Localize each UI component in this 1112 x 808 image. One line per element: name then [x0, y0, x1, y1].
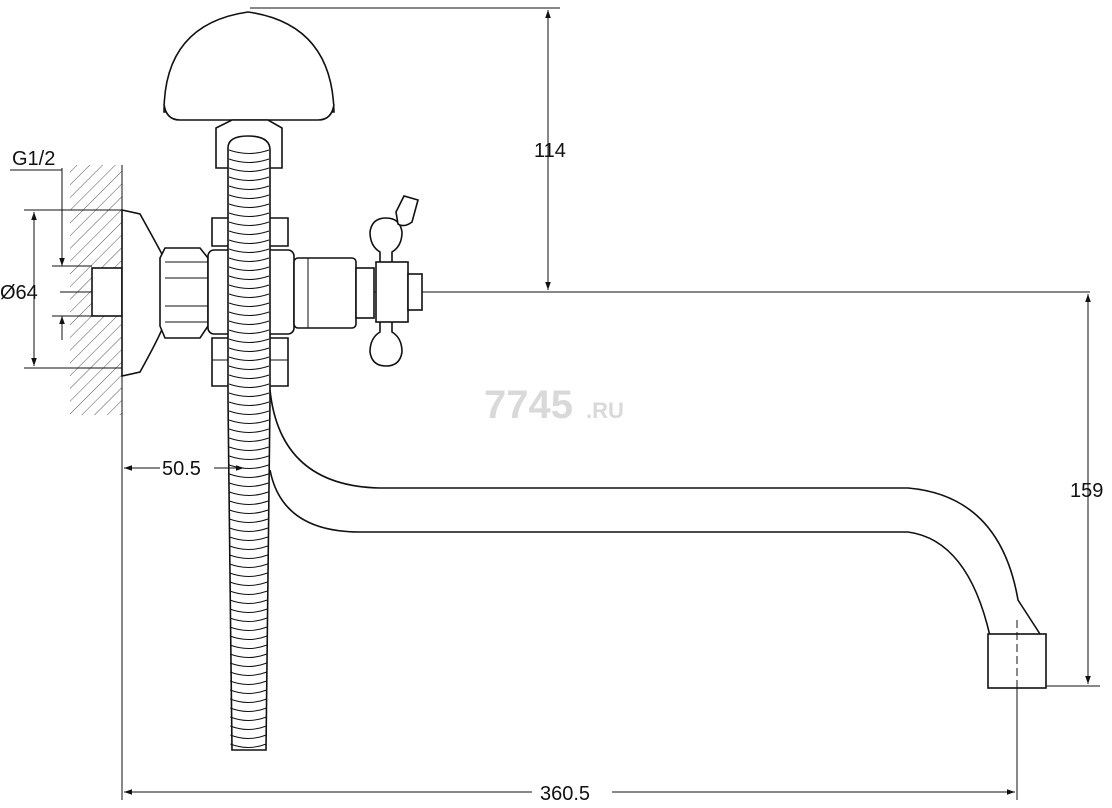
- hose-ring: [229, 599, 268, 604]
- hose-ring: [230, 698, 267, 703]
- hose-ring: [228, 284, 270, 289]
- shower-holder-cap: [163, 11, 335, 169]
- hose-ring: [229, 473, 269, 478]
- hose-ring: [229, 527, 269, 532]
- hose-ring: [229, 482, 269, 487]
- hose-ring: [229, 464, 269, 469]
- dim-spout-drop: 159: [1070, 480, 1103, 502]
- dim-head-height: 114: [534, 140, 566, 162]
- hose-ring: [228, 266, 270, 271]
- hose-ring: [229, 554, 268, 559]
- hose-ring: [229, 626, 268, 631]
- hose-ring: [228, 158, 270, 163]
- wall-fitting: [91, 209, 209, 377]
- hose-ring: [229, 572, 268, 577]
- hose-ring: [228, 401, 270, 406]
- hose-ring: [228, 221, 270, 226]
- hose-ring: [228, 410, 270, 415]
- cross-handle: [369, 195, 423, 367]
- hose-ring: [230, 716, 267, 721]
- hose-ring: [228, 365, 270, 370]
- hose-ring: [228, 419, 270, 424]
- hose-ring: [229, 662, 268, 667]
- hose-ring: [229, 689, 267, 694]
- dim-outlet-offset: 50.5: [162, 458, 201, 480]
- hose-ring: [228, 248, 270, 253]
- hose-ring: [230, 734, 267, 739]
- dim-flange-diameter: Ø64: [0, 282, 38, 304]
- hose-ring: [229, 590, 268, 595]
- hose-ring: [228, 437, 269, 442]
- dim-thread: G1/2: [12, 148, 55, 170]
- hose-ring: [228, 383, 270, 388]
- hose-ring: [228, 320, 270, 325]
- hose-ring: [229, 653, 268, 658]
- hose-ring: [229, 644, 268, 649]
- hose-ring: [229, 545, 269, 550]
- hose-ring: [229, 455, 269, 460]
- spout: [269, 389, 1047, 700]
- watermark-brand: 7745: [484, 383, 573, 427]
- hose-ring: [229, 680, 267, 685]
- hose-ring: [229, 509, 269, 514]
- hose-ring: [228, 230, 270, 235]
- hose-ring: [228, 203, 270, 208]
- shower-hose: [227, 135, 271, 751]
- hose-ring: [229, 608, 268, 613]
- dim-spout-reach: 360.5: [540, 783, 590, 805]
- hose-ring: [228, 374, 270, 379]
- hose-ring: [229, 446, 269, 451]
- hose-ring: [228, 176, 270, 181]
- hose-ring: [229, 635, 268, 640]
- hose-ring: [228, 311, 270, 316]
- hose-ring: [228, 392, 270, 397]
- hose-ring: [229, 491, 269, 496]
- hose-ring: [228, 329, 270, 334]
- hose-ring: [229, 536, 269, 541]
- hose-ring: [228, 239, 270, 244]
- hose-ring: [228, 257, 270, 262]
- hose-ring: [228, 347, 270, 352]
- watermark-tld: .RU: [586, 398, 624, 423]
- hose-ring: [229, 617, 268, 622]
- dimensions: Ø64 G1/2 50.5 114 159 360.5: [0, 7, 1103, 805]
- watermark: 7745 .RU: [484, 383, 624, 427]
- hose-ring: [228, 356, 270, 361]
- hose-ring: [228, 194, 270, 199]
- hose-ring: [228, 275, 270, 280]
- hose-ring: [228, 185, 270, 190]
- hose-ring: [230, 725, 267, 730]
- hose-ring: [228, 302, 270, 307]
- hose-ring: [228, 428, 269, 433]
- hose-ring: [229, 671, 268, 676]
- hose-ring: [229, 518, 269, 523]
- hose-ring: [228, 212, 270, 217]
- hose-ring: [229, 581, 268, 586]
- hose-ring: [228, 293, 270, 298]
- hose-ring: [229, 563, 268, 568]
- hose-ring: [230, 743, 267, 748]
- hose-ring: [229, 500, 269, 505]
- hose-ring: [228, 338, 270, 343]
- hose-ring: [228, 167, 270, 172]
- hose-ring: [230, 707, 267, 712]
- hose-ring: [228, 149, 270, 154]
